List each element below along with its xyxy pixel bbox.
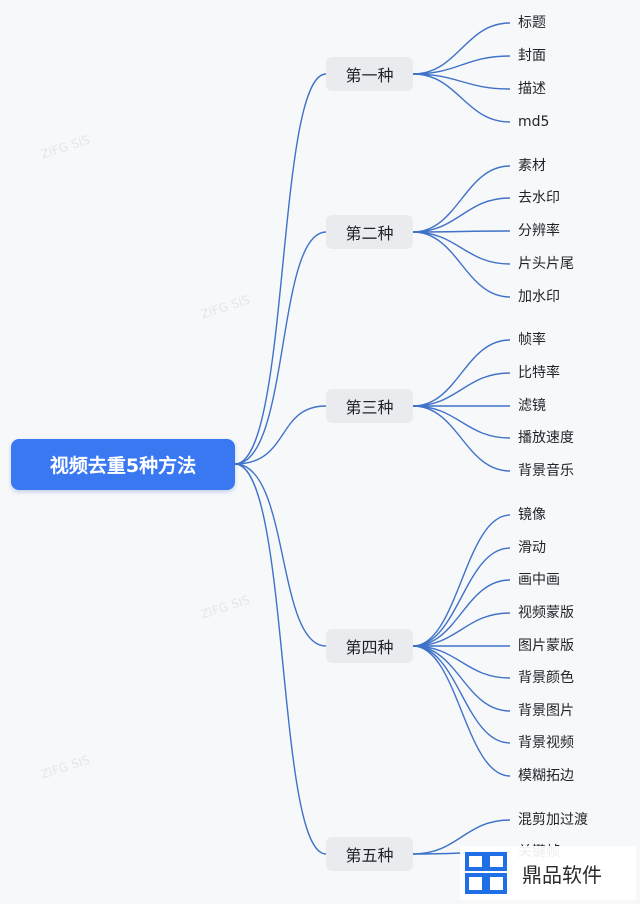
branch-leaf-connector xyxy=(412,22,511,75)
branch-leaf-connector xyxy=(412,645,511,679)
branch-node[interactable]: 第五种 xyxy=(326,837,413,871)
leaf-item[interactable]: 图片蒙版 xyxy=(518,638,574,654)
leaf-item[interactable]: 素材 xyxy=(518,158,546,174)
branch-leaf-connector xyxy=(412,645,511,777)
leaf-item[interactable]: 画中画 xyxy=(518,572,560,588)
leaf-item[interactable]: 滑动 xyxy=(518,540,546,556)
branch-leaf-connector xyxy=(412,547,511,647)
branch-leaf-connector xyxy=(412,73,511,123)
branch-label: 第五种 xyxy=(345,846,394,865)
branch-leaf-connector xyxy=(412,73,511,90)
branch-leaf-connector xyxy=(412,339,511,407)
leaf-item[interactable]: 分辨率 xyxy=(518,223,560,239)
branch-leaf-connector xyxy=(412,645,511,744)
leaf-item[interactable]: 比特率 xyxy=(518,365,560,381)
leaf-item[interactable]: 去水印 xyxy=(518,190,560,206)
leaf-item[interactable]: 视频蒙版 xyxy=(518,605,574,621)
leaf-item[interactable]: 背景颜色 xyxy=(518,670,574,686)
branch-label: 第三种 xyxy=(345,398,394,417)
app-logo-icon xyxy=(465,852,507,894)
branch-node[interactable]: 第二种 xyxy=(326,215,413,249)
root-label: 视频去重5种方法 xyxy=(49,455,197,477)
leaf-item[interactable]: 镜像 xyxy=(518,507,546,523)
root-node[interactable]: 视频去重5种方法 xyxy=(11,439,235,490)
branch-leaf-connector xyxy=(412,819,511,855)
branch-leaf-connector xyxy=(412,514,511,647)
leaf-item[interactable]: 标题 xyxy=(518,15,546,31)
brand-watermark: 鼎品软件 xyxy=(460,846,636,900)
watermark-text: 鼎品软件 xyxy=(522,862,602,887)
branch-leaf-connector xyxy=(412,230,511,233)
branch-leaf-connector xyxy=(412,579,511,647)
leaf-item[interactable]: 背景图片 xyxy=(518,703,574,719)
branch-leaf-connector xyxy=(412,372,511,407)
branch-label: 第一种 xyxy=(345,66,394,85)
root-branch-connector xyxy=(234,463,327,647)
root-branch-connector xyxy=(234,405,327,465)
branch-leaf-connector xyxy=(412,55,511,75)
root-branch-connector xyxy=(234,73,327,465)
branch-node[interactable]: 第四种 xyxy=(326,629,413,663)
branch-leaf-connector xyxy=(412,612,511,647)
branch-label: 第二种 xyxy=(345,224,394,243)
branch-leaf-connector xyxy=(412,231,511,265)
leaf-item[interactable]: 片头片尾 xyxy=(518,256,574,272)
leaf-item[interactable]: 封面 xyxy=(518,48,546,64)
branch-node[interactable]: 第一种 xyxy=(326,57,413,91)
branch-leaf-connector xyxy=(412,405,511,439)
leaf-item[interactable]: 描述 xyxy=(518,81,546,97)
leaf-item[interactable]: md5 xyxy=(518,114,550,130)
root-branch-connector xyxy=(234,231,327,465)
branch-label: 第四种 xyxy=(345,638,394,657)
root-branch-connector xyxy=(234,463,327,855)
leaf-item[interactable]: 背景音乐 xyxy=(518,463,574,479)
branch-leaf-connector xyxy=(412,165,511,233)
leaf-item[interactable]: 加水印 xyxy=(518,289,560,305)
leaf-item[interactable]: 播放速度 xyxy=(518,430,574,446)
branch-leaf-connector xyxy=(412,197,511,233)
branch-leaf-connector xyxy=(412,405,511,472)
leaf-item[interactable]: 模糊拓边 xyxy=(518,768,574,784)
branch-leaf-connector xyxy=(412,645,511,712)
leaf-item[interactable]: 背景视频 xyxy=(518,735,574,751)
branch-node[interactable]: 第三种 xyxy=(326,389,413,423)
branch-leaf-connector xyxy=(412,231,511,298)
leaf-item[interactable]: 帧率 xyxy=(518,332,546,348)
leaf-item[interactable]: 混剪加过渡 xyxy=(518,812,588,828)
leaf-item[interactable]: 滤镜 xyxy=(518,398,546,414)
